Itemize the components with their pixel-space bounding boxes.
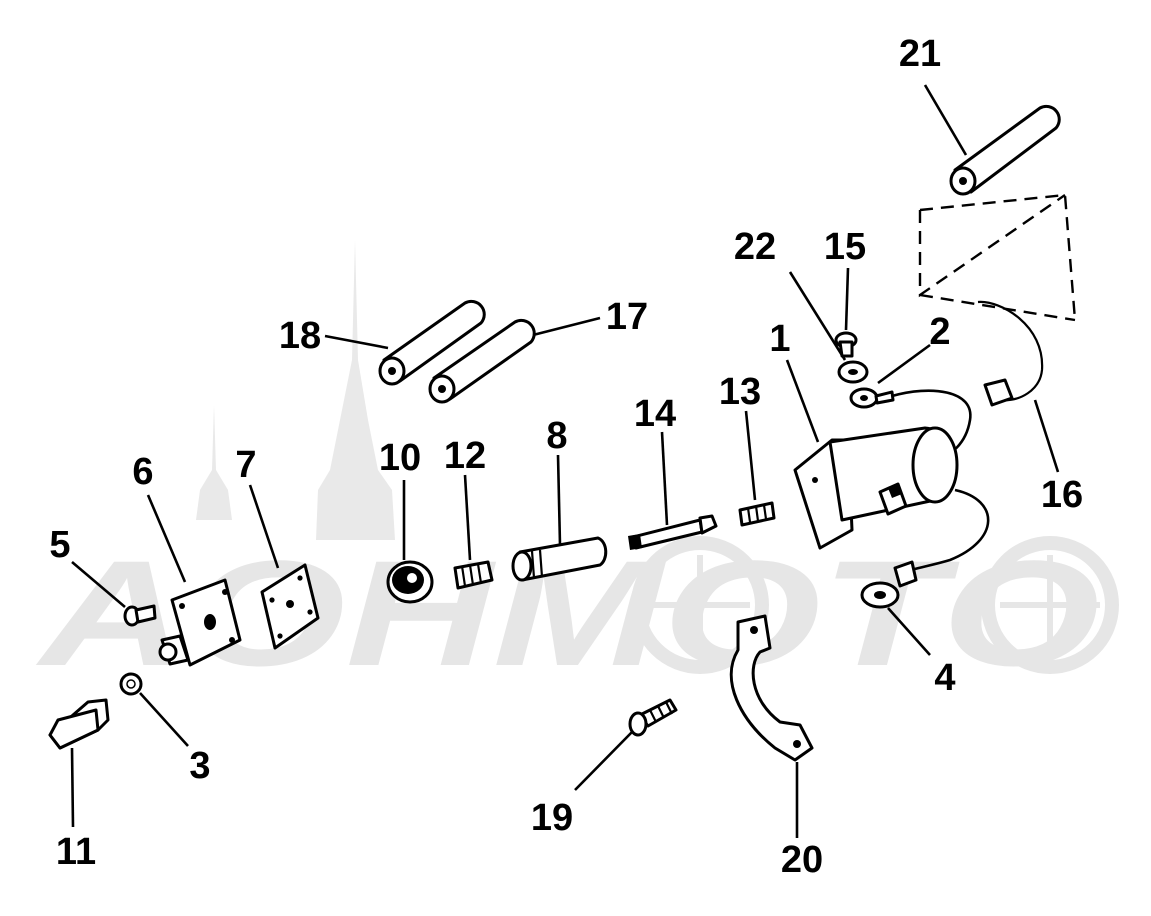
callout-21: 21 [899, 33, 941, 75]
callout-8: 8 [546, 415, 567, 457]
part-11-boot [48, 698, 110, 750]
callout-labels: 21 22 15 18 17 1 2 13 14 8 10 12 7 6 16 … [49, 33, 1083, 881]
callout-12: 12 [444, 435, 486, 477]
callout-1: 1 [769, 318, 790, 360]
part-8-sleeve [511, 536, 608, 582]
callout-6: 6 [132, 451, 153, 493]
callout-22: 22 [734, 226, 776, 268]
part-21-tube [949, 104, 1061, 196]
callout-7: 7 [235, 444, 256, 486]
callout-20: 20 [781, 839, 823, 881]
part-4-lead [860, 488, 990, 609]
part-22-washer [837, 360, 869, 384]
part-17-tube [428, 318, 536, 404]
part-7-gasket [260, 563, 320, 650]
callout-15: 15 [824, 226, 866, 268]
part-6-cover [158, 578, 242, 667]
callout-5: 5 [49, 524, 70, 566]
callout-10: 10 [379, 437, 421, 479]
callout-17: 17 [606, 296, 648, 338]
leader-lines [70, 84, 1060, 838]
part-16-clip [977, 300, 1044, 407]
callout-4: 4 [934, 657, 955, 699]
callout-3: 3 [189, 745, 210, 787]
part-15-screw [834, 331, 858, 358]
part-10-bushing [386, 560, 434, 604]
callout-18: 18 [279, 315, 321, 357]
part-19-screw [628, 698, 678, 737]
callout-2: 2 [929, 311, 950, 353]
part-14-plunger [628, 514, 718, 550]
callout-16: 16 [1041, 474, 1083, 516]
part-18-tube [378, 299, 486, 386]
dashed-bracket [918, 193, 1077, 322]
callout-19: 19 [531, 797, 573, 839]
part-13-spring [738, 501, 776, 527]
callout-11: 11 [56, 831, 96, 873]
part-3-oring [119, 672, 143, 696]
part-1-solenoid [793, 426, 959, 550]
part-5-screw [123, 604, 157, 627]
part-20-clamp [729, 614, 814, 762]
callout-13: 13 [719, 371, 761, 413]
callout-14: 14 [634, 393, 676, 435]
part-12-spring [453, 560, 494, 590]
